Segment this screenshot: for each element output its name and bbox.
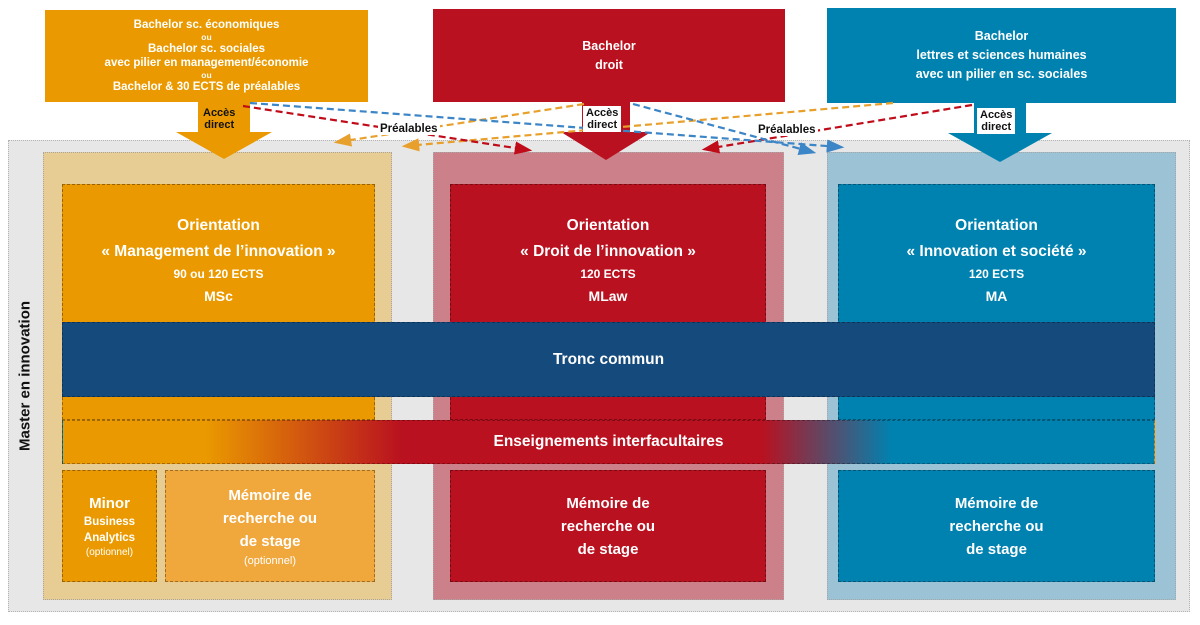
orientation-ects: 90 ou 120 ECTS (173, 267, 264, 281)
bachelor-or: ou (201, 70, 212, 80)
bachelor-line: Bachelor sc. sociales (148, 43, 265, 55)
enseignements-interfacultaires-label: Enseignements interfacultaires (493, 433, 724, 450)
bachelor-line: Bachelor (974, 29, 1029, 43)
memoire-line: de stage (966, 540, 1027, 558)
tronc-commun-band: Tronc commun (62, 322, 1155, 397)
orientation-title: Orientation (955, 217, 1038, 234)
memoire-line: Mémoire de (954, 494, 1039, 512)
enseignements-interfacultaires-band: Enseignements interfacultaires (62, 420, 1155, 464)
bachelor-line: Bachelor sc. économiques (133, 19, 280, 31)
prealables-line-droit-to-management (333, 102, 585, 147)
bachelor-line: avec pilier en management/économie (104, 57, 309, 69)
bachelor-line: Bachelor (582, 38, 636, 53)
minor-business-analytics-box: Minor Business Analytics (optionnel) (62, 470, 157, 582)
acces-direct-label-management: Accès direct (203, 107, 236, 131)
acces-direct-label-societe: Accès direct (977, 108, 1016, 134)
memoire-management-box: Mémoire de recherche ou de stage (option… (165, 470, 375, 582)
bachelor-line: droit (595, 57, 623, 72)
memoire-line: recherche ou (222, 509, 318, 527)
orientation-title: Orientation (566, 217, 650, 234)
bachelor-line: lettres et sciences humaines (916, 48, 1087, 62)
minor-title: Minor (89, 494, 130, 512)
memoire-line: recherche ou (949, 517, 1044, 535)
bachelor-lettres-box: Bachelor lettres et sciences humaines av… (827, 8, 1176, 103)
bachelor-line: Bachelor & 30 ECTS de préalables (112, 81, 301, 93)
orientation-title: Orientation (177, 217, 260, 234)
acces-direct-label-droit: Accès direct (583, 106, 622, 132)
memoire-line: recherche ou (560, 517, 656, 535)
memoire-droit-box: Mémoire de recherche ou de stage (450, 470, 766, 582)
orientation-name: « Innovation et société » (906, 243, 1087, 260)
orientation-degree: MSc (204, 288, 233, 304)
minor-line: Analytics (83, 531, 136, 544)
orientation-name: « Droit de l’innovation » (520, 243, 696, 260)
memoire-line: de stage (577, 540, 639, 558)
prealables-label-left: Préalables (378, 123, 440, 135)
orientation-ects: 120 ECTS (968, 267, 1025, 281)
bachelor-droit-box: Bachelor droit (433, 9, 785, 102)
orientation-degree: MLaw (588, 288, 628, 304)
bachelor-line: avec un pilier en sc. sociales (915, 67, 1088, 81)
minor-line: Business (83, 515, 136, 528)
memoire-optional-note: (optionnel) (244, 554, 296, 567)
orientation-degree: MA (985, 288, 1008, 304)
memoire-line: Mémoire de (228, 486, 312, 504)
bachelor-economiques-box: Bachelor sc. économiques ou Bachelor sc.… (45, 10, 368, 102)
orientation-ects: 120 ECTS (580, 267, 636, 281)
master-title-vertical: Master en innovation (16, 300, 34, 452)
memoire-line: Mémoire de (566, 494, 650, 512)
minor-optional-note: (optionnel) (85, 546, 134, 558)
memoire-line: de stage (239, 532, 301, 550)
orientation-name: « Management de l’innovation » (101, 243, 336, 260)
tronc-commun-label: Tronc commun (552, 350, 665, 368)
memoire-societe-box: Mémoire de recherche ou de stage (838, 470, 1155, 582)
bachelor-or: ou (201, 32, 212, 42)
prealables-label-right: Préalables (756, 124, 818, 136)
